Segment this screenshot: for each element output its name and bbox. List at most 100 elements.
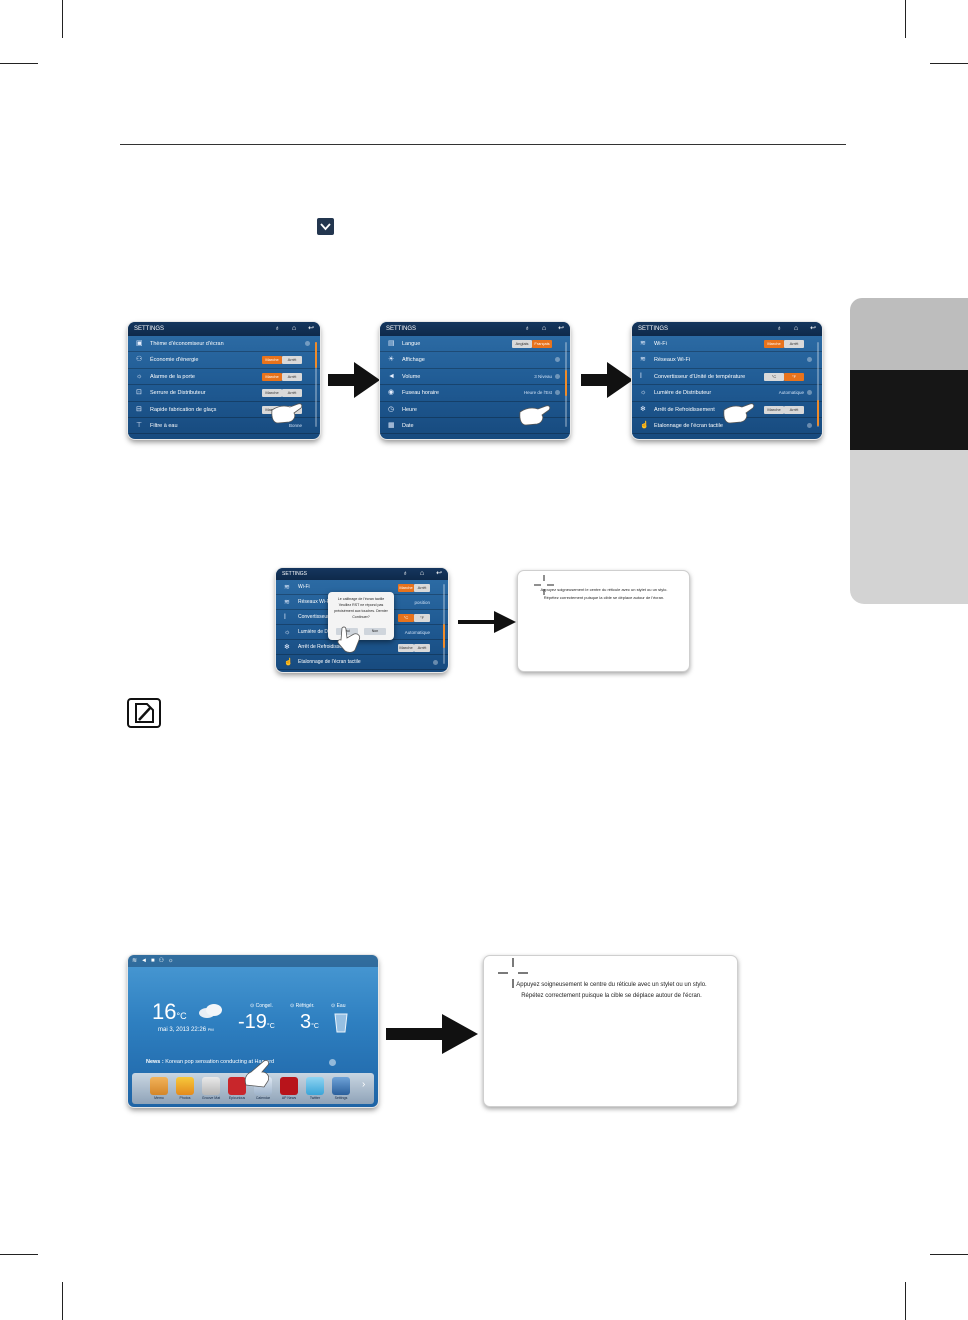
twitter-app-icon[interactable] xyxy=(306,1077,324,1095)
thermometer-icon: ǀ xyxy=(284,614,286,621)
back-icon[interactable]: ↩ xyxy=(810,325,816,332)
row-label: Langue xyxy=(402,341,421,347)
toggle-off[interactable]: Arrêt xyxy=(282,372,302,381)
row-value: Bonne xyxy=(288,422,302,428)
light-icon: ☼ xyxy=(640,389,647,397)
chevron-right-icon[interactable]: › xyxy=(362,1079,366,1090)
home-icon[interactable]: ⌂ xyxy=(419,570,425,577)
ap-news-app-icon[interactable] xyxy=(280,1077,298,1095)
toggle-option[interactable]: Anglais xyxy=(512,340,532,348)
row-label: Réseaux Wi-Fi xyxy=(298,599,331,605)
calibration-screen-small[interactable]: Appuyez soigneusement le centre du rétic… xyxy=(517,570,690,672)
toggle-off[interactable]: Arrêt xyxy=(784,405,804,414)
row-label: Date xyxy=(402,422,414,429)
dialog-text: Continuer? xyxy=(352,615,370,619)
memo-app-icon[interactable] xyxy=(150,1077,168,1095)
unit-toggle[interactable]: °C°F xyxy=(398,614,430,622)
toggle-option[interactable]: °C xyxy=(764,372,784,381)
date-value: mai 3, 2013 22:26 xyxy=(158,1027,207,1033)
toggle-on[interactable]: Marche xyxy=(398,584,414,592)
toggle-on[interactable]: Marche xyxy=(764,340,784,348)
toggle-off[interactable]: Arrêt xyxy=(784,340,804,348)
crosshair-icon xyxy=(498,958,528,988)
bulb-icon[interactable]: ♁ xyxy=(402,570,408,577)
no-button[interactable]: Non xyxy=(364,628,386,635)
bulb-icon[interactable]: ♁ xyxy=(776,325,782,332)
back-icon[interactable]: ↩ xyxy=(308,325,314,332)
toggle-option[interactable]: Français xyxy=(532,340,552,348)
bulb-icon[interactable]: ♁ xyxy=(274,325,280,332)
toggle-off[interactable]: Arrêt xyxy=(282,389,302,398)
row-label: Arrêt de Refroidissement xyxy=(654,406,715,413)
settings-row[interactable]: ☝Etalonnage de l'écran tactile xyxy=(276,655,448,670)
epicurious-app-icon[interactable] xyxy=(228,1077,246,1095)
calibration-screen-large[interactable]: Appuyez soigneusement le centre du rétic… xyxy=(483,955,738,1107)
back-icon[interactable]: ↩ xyxy=(558,325,564,332)
toggle-option[interactable]: °F xyxy=(414,614,430,622)
settings-row[interactable]: ☀Affichage xyxy=(380,352,570,369)
dialog-text: précisément aux touches. Dernier xyxy=(334,609,388,613)
home-icon[interactable]: ⌂ xyxy=(291,325,297,332)
scrollbar[interactable] xyxy=(817,342,819,427)
unit-toggle[interactable]: °C°F xyxy=(764,372,804,381)
light-icon: ☼ xyxy=(284,629,291,636)
scrollbar[interactable] xyxy=(443,584,445,664)
bulb-icon[interactable]: ♁ xyxy=(524,325,530,332)
news-ticker[interactable]: News : Korean pop sensation conducting a… xyxy=(146,1059,274,1065)
thermometer-icon: ǀ xyxy=(640,372,642,380)
toggle-option[interactable]: °C xyxy=(398,614,414,622)
language-icon: ▤ xyxy=(388,340,395,347)
water-glass-icon[interactable] xyxy=(334,1013,348,1033)
wifi-icon: ≋ xyxy=(284,599,290,606)
scrollbar[interactable] xyxy=(315,342,317,427)
date-text: mai 3, 2013 22:26 PM xyxy=(158,1027,214,1033)
toggle-on[interactable]: Marche xyxy=(764,405,784,414)
settings-app-icon[interactable] xyxy=(332,1077,350,1095)
settings-row[interactable]: ≋Réseaux Wi-Fi xyxy=(632,352,822,369)
home-icon[interactable]: ⌂ xyxy=(541,325,547,332)
groove-mat-app-icon[interactable] xyxy=(202,1077,220,1095)
toggle-off[interactable]: Arrêt xyxy=(282,356,302,365)
hand-pointer-icon xyxy=(244,1059,270,1088)
hand-pointer-icon xyxy=(337,626,361,653)
yes-button[interactable]: Oui xyxy=(336,628,358,635)
toggle-on[interactable]: Marche xyxy=(262,389,282,398)
toggle-on[interactable]: Marche xyxy=(262,372,282,381)
info-icon[interactable] xyxy=(329,1059,336,1066)
settings-row[interactable]: ◷Heure xyxy=(380,402,570,418)
scrollbar[interactable] xyxy=(565,342,567,427)
toggle-on[interactable]: Marche xyxy=(398,644,414,652)
settings-row[interactable]: ▣Thème d'économiseur d'écran xyxy=(128,336,320,353)
back-icon[interactable]: ↩ xyxy=(436,570,442,577)
toggle-option[interactable]: °F xyxy=(784,372,804,381)
settings-row[interactable]: ☝Etalonnage de l'écran tactile xyxy=(632,418,822,435)
water-label: ⊙ Eau xyxy=(331,1003,346,1009)
row-label: Thème d'économiseur d'écran xyxy=(150,341,224,347)
temp-unit: °C xyxy=(176,1011,187,1021)
toggle-off[interactable]: Arrêt xyxy=(414,584,430,592)
photos-app-icon[interactable] xyxy=(176,1077,194,1095)
toggle-off[interactable]: Arrêt xyxy=(414,644,430,652)
home-icon[interactable]: ⌂ xyxy=(793,325,799,332)
settings-row[interactable]: ▦Date xyxy=(380,418,570,435)
toggle-on[interactable]: Marche xyxy=(262,356,282,365)
